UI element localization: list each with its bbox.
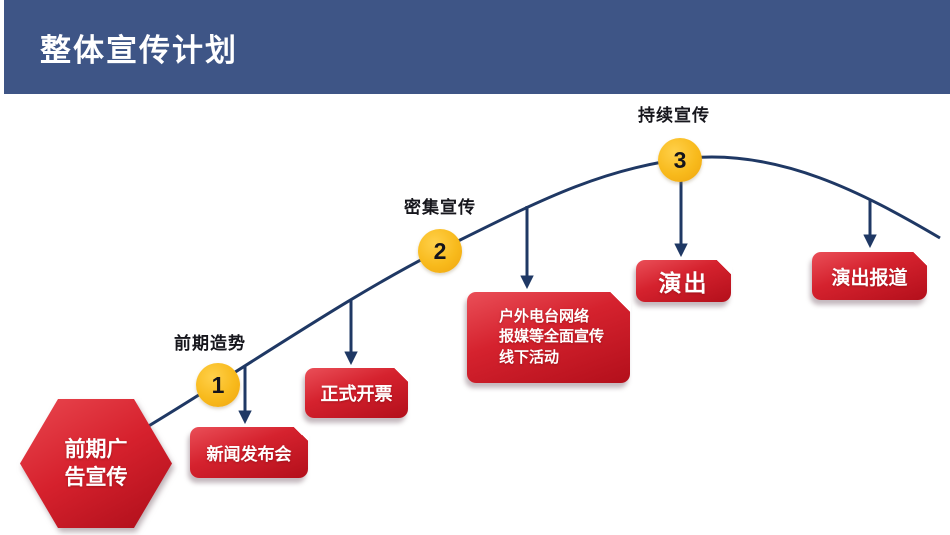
- step-box-performance: 演出: [636, 259, 732, 302]
- step-box-press-conference-label: 新闻发布会: [206, 445, 292, 464]
- step-box-performance-report-label: 演出报道: [831, 267, 908, 289]
- phase-label-continuous: 持续宣传: [638, 106, 710, 125]
- milestone-circle-2: 2: [418, 229, 462, 273]
- start-hexagon: 前期广告宣传: [20, 399, 172, 528]
- slide-title: 整体宣传计划: [40, 32, 238, 68]
- header-banner: 整体宣传计划: [4, 0, 950, 94]
- step-box-performance-label: 演出: [658, 270, 709, 296]
- phase-label-early: 前期造势: [174, 334, 246, 353]
- step-box-media-campaign: 户外电台网络 报媒等全面宣传 线下活动: [467, 291, 631, 383]
- step-box-ticket-sale: 正式开票: [305, 367, 409, 418]
- hexagon-shape: 前期广告宣传: [20, 399, 172, 528]
- milestone-number-2: 2: [433, 237, 447, 264]
- step-box-press-conference: 新闻发布会: [190, 426, 309, 478]
- milestone-number-3: 3: [673, 146, 687, 173]
- milestone-circle-1: 1: [196, 363, 240, 407]
- media-line-2: 报媒等全面宣传: [498, 328, 604, 346]
- step-box-media-campaign-label: 户外电台网络 报媒等全面宣传 线下活动: [493, 307, 604, 368]
- media-line-1: 户外电台网络: [498, 308, 589, 326]
- milestone-number-1: 1: [211, 371, 225, 398]
- step-box-performance-report: 演出报道: [812, 251, 928, 300]
- milestone-circle-3: 3: [658, 138, 702, 182]
- timeline-curve: [141, 155, 941, 432]
- phase-label-intensive: 密集宣传: [404, 198, 476, 217]
- step-box-ticket-sale-label: 正式开票: [320, 384, 393, 404]
- hexagon-label: 前期广告宣传: [64, 438, 128, 489]
- media-line-3: 线下活动: [498, 348, 559, 366]
